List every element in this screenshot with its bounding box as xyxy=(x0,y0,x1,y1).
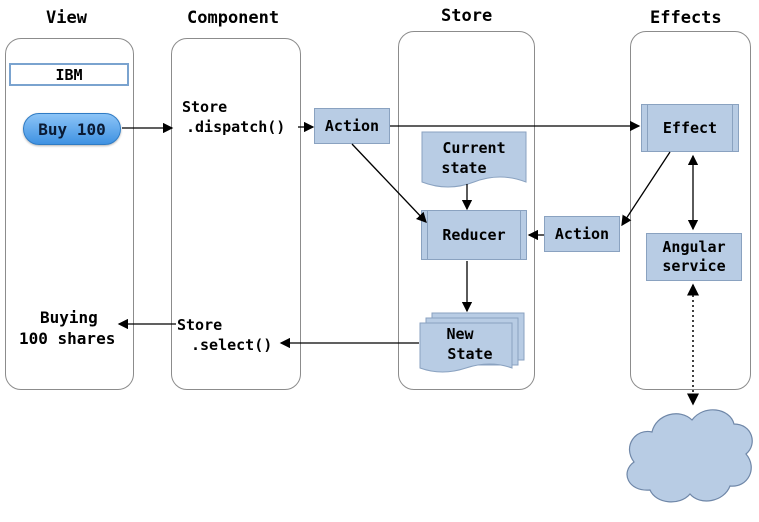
cloud-backend-icon xyxy=(626,409,753,503)
new-state-document-stack: New State xyxy=(419,312,525,373)
buy-100-button[interactable]: Buy 100 xyxy=(23,113,121,145)
component-lane xyxy=(171,38,301,390)
angular-service-box: Angular service xyxy=(646,233,742,281)
buying-result-line2: 100 shares xyxy=(19,329,116,348)
new-state-line2: State xyxy=(447,345,492,363)
current-state-line1: Current xyxy=(442,139,505,157)
angular-service-line2: service xyxy=(662,257,726,275)
stock-symbol-field[interactable]: IBM xyxy=(9,63,129,86)
arrow-effect-to-action xyxy=(621,151,671,227)
action-box: Action xyxy=(314,108,390,144)
effects-column-title: Effects xyxy=(650,8,722,28)
view-lane xyxy=(5,38,134,390)
arrow-action-to-reducer xyxy=(351,143,427,223)
view-column-title: View xyxy=(46,8,87,28)
store-dispatch-line1: Store xyxy=(182,98,228,116)
component-column-title: Component xyxy=(187,8,280,28)
store-select-line1: Store xyxy=(177,316,223,334)
current-state-line2: state xyxy=(441,159,486,177)
store-dispatch-line2: .dispatch() xyxy=(186,118,286,136)
angular-service-line1: Angular xyxy=(662,238,726,256)
store-column-title: Store xyxy=(441,6,493,26)
buying-result-line1: Buying xyxy=(40,308,98,327)
effect-box: Effect xyxy=(641,104,739,152)
new-state-line1: New xyxy=(446,325,474,343)
store-select-line2: .select() xyxy=(191,336,273,354)
reducer-box: Reducer xyxy=(421,210,527,260)
current-state-document: Current state xyxy=(421,131,527,188)
effects-action-box: Action xyxy=(544,216,620,252)
